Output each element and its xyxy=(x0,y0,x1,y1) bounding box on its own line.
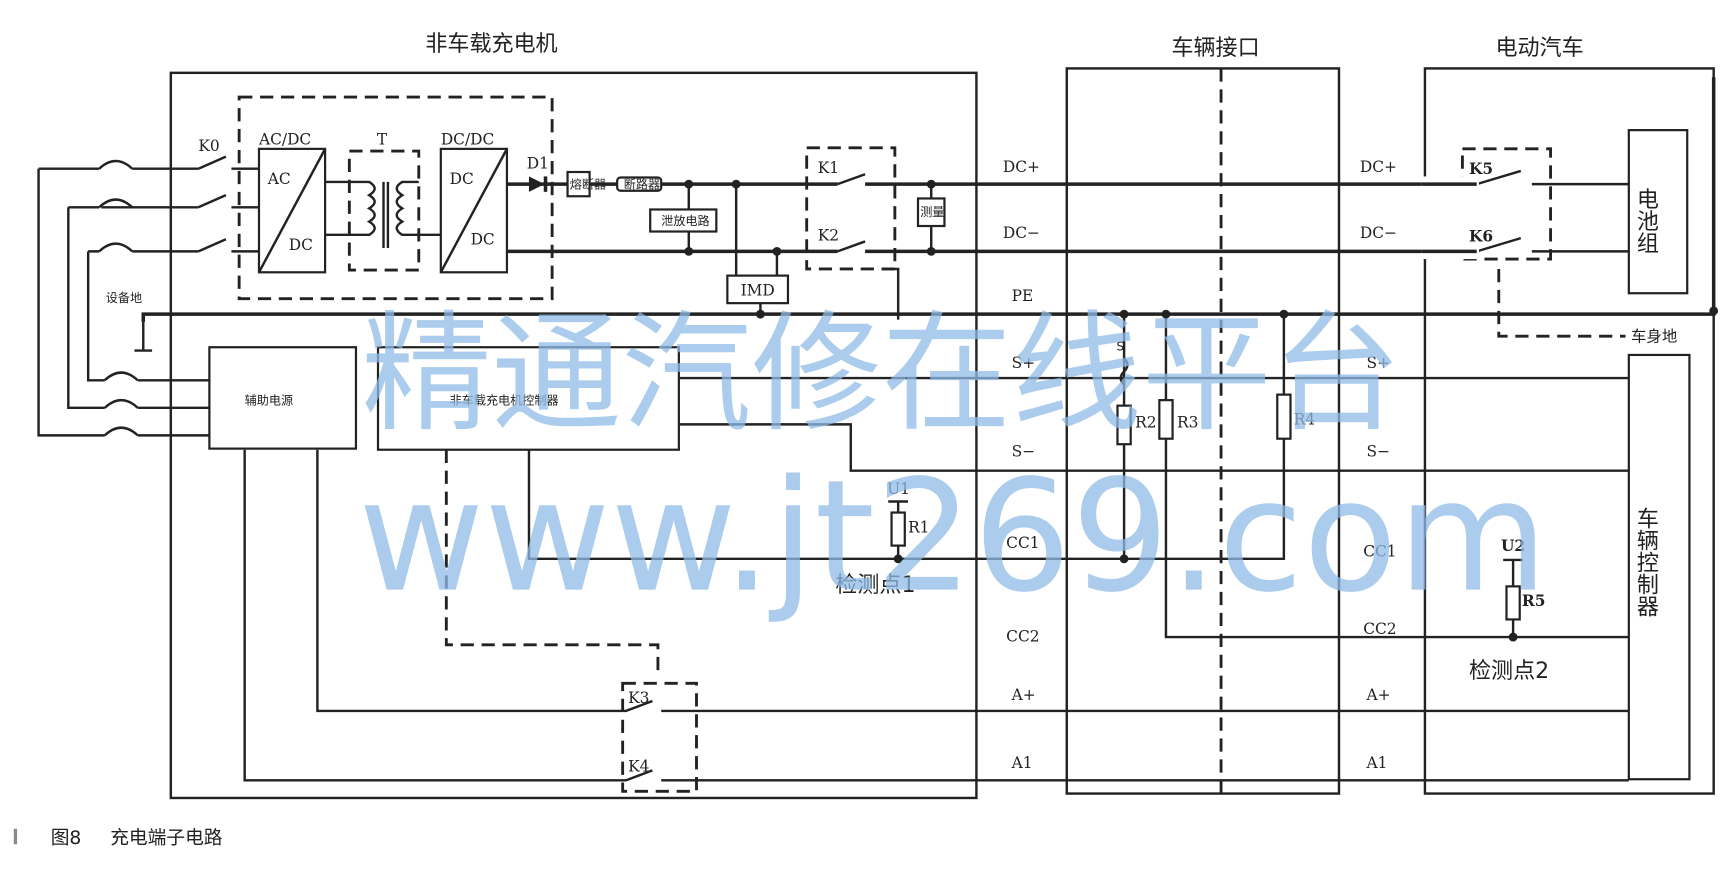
caption-title: 充电端子电路 xyxy=(110,828,223,849)
svg-text:DC+: DC+ xyxy=(1003,158,1040,176)
section-title-vehicle: 电动汽车 xyxy=(1495,36,1583,61)
controller-relay-dashed xyxy=(444,449,660,673)
k5-k6-switches xyxy=(1476,169,1629,253)
vehicle-box xyxy=(1423,67,1715,795)
transformer-label: T xyxy=(377,130,388,148)
imd-box xyxy=(726,274,790,305)
meter-label: 测量 xyxy=(920,205,944,219)
k4-label: K4 xyxy=(628,758,650,776)
equip-ground-wire xyxy=(134,321,153,352)
caption-figure-number: 图8 xyxy=(51,828,82,849)
r3-label: R3 xyxy=(1177,414,1198,432)
watermark-line2: www.jt269.com xyxy=(358,448,1548,627)
breaker-box xyxy=(616,176,663,192)
body-ground-label: 车身地 xyxy=(1631,328,1677,346)
battery-pack-label: 电池组 xyxy=(1633,187,1659,253)
k1-k2-relay-box xyxy=(805,146,897,271)
diode-d1 xyxy=(528,176,545,192)
aux-power-box xyxy=(208,346,358,450)
vehicle-controller-box xyxy=(1627,353,1691,781)
k1-label: K1 xyxy=(818,159,839,177)
acdc-ac: AC xyxy=(267,170,291,188)
r4-label: R4 xyxy=(1294,410,1316,428)
svg-text:A+: A+ xyxy=(1011,686,1036,704)
svg-text:CC1: CC1 xyxy=(1006,534,1039,552)
fuse-label: 熔断器 xyxy=(570,177,606,192)
svg-text:A1: A1 xyxy=(1366,754,1388,772)
vehicle-controller-label: 车辆控制器 xyxy=(1633,507,1659,618)
dcdc-label: DC/DC xyxy=(441,130,494,148)
k0-switch xyxy=(197,155,259,253)
svg-text:S+: S+ xyxy=(1012,354,1035,372)
fuse-symbols xyxy=(98,159,139,437)
transformer-box xyxy=(347,149,421,272)
svg-text:CC1: CC1 xyxy=(1363,543,1396,561)
r2-resistor xyxy=(1116,404,1132,446)
equip-ground-label: 设备地 xyxy=(106,291,142,305)
r5-label: R5 xyxy=(1522,592,1546,610)
vehicle-terminal-labels: DC+ DC− S+ S− CC1 CC2 A+ A1 xyxy=(1360,158,1397,772)
meter-box xyxy=(916,197,946,228)
detect-point-1: 检测点1 xyxy=(835,573,915,598)
svg-text:S+: S+ xyxy=(1367,354,1390,372)
breaker-label: 断路器 xyxy=(624,177,660,192)
svg-text:DC−: DC− xyxy=(1360,224,1397,242)
svg-text:DC+: DC+ xyxy=(1360,158,1397,176)
transformer-coils xyxy=(325,180,441,249)
interface-box xyxy=(1065,67,1341,795)
s-minus-wire xyxy=(678,423,1629,472)
svg-text:PE: PE xyxy=(1012,287,1034,305)
d1-label: D1 xyxy=(527,155,549,173)
battery-pack-box xyxy=(1627,129,1689,295)
detect-point-2: 检测点2 xyxy=(1469,659,1549,684)
k6-label: K6 xyxy=(1469,227,1493,245)
acdc-dc: DC xyxy=(289,236,313,254)
a-plus-wire xyxy=(316,449,1629,713)
svg-text:CC2: CC2 xyxy=(1363,620,1396,638)
svg-text:A+: A+ xyxy=(1366,686,1391,704)
aux-power-label: 辅助电源 xyxy=(245,394,293,408)
imd-label: IMD xyxy=(741,281,775,299)
r3-resistor xyxy=(1158,399,1174,440)
svg-text:DC−: DC− xyxy=(1003,224,1040,242)
u1-label: U1 xyxy=(887,480,910,498)
s-switch-label: S xyxy=(1116,340,1124,354)
k0-label: K0 xyxy=(198,137,219,155)
k3-label: K3 xyxy=(628,689,649,707)
dcdc-dc-out: DC xyxy=(471,231,495,249)
ac-input-wires xyxy=(37,167,210,437)
r1-resistor xyxy=(890,511,906,547)
section-title-interface: 车辆接口 xyxy=(1171,36,1259,61)
k1-k2-switches xyxy=(837,173,900,320)
r5-resistor xyxy=(1505,585,1521,621)
svg-text:S−: S− xyxy=(1367,442,1390,460)
charger-controller-box xyxy=(376,346,680,451)
section-title-charger: 非车载充电机 xyxy=(425,32,557,57)
acdc-label: AC/DC xyxy=(258,130,311,148)
power-module-box xyxy=(237,95,554,301)
svg-text:CC2: CC2 xyxy=(1006,627,1039,645)
r2-label: R2 xyxy=(1135,414,1156,432)
k5-label: K5 xyxy=(1469,160,1493,178)
charger-terminal-labels: DC+ DC− PE S+ S− CC1 CC2 A+ A1 xyxy=(1003,158,1040,772)
dcdc-dc-in: DC xyxy=(450,170,474,188)
charger-controller-label: 非车载充电机控制器 xyxy=(450,393,559,408)
watermark-line1: 精通汽修在线平台 xyxy=(361,298,1401,450)
pe-wire xyxy=(141,77,1716,322)
svg-text:S−: S− xyxy=(1012,442,1035,460)
bleed-circuit-box xyxy=(649,208,718,233)
svg-text:A1: A1 xyxy=(1011,754,1033,772)
r1-label: R1 xyxy=(908,518,929,536)
a1-wire xyxy=(243,449,1629,782)
k2-label: K2 xyxy=(818,226,839,244)
body-ground-dashed xyxy=(1497,268,1626,338)
bleed-circuit-label: 泄放电路 xyxy=(661,213,709,228)
fuse-box xyxy=(566,170,591,198)
r4-resistor xyxy=(1276,393,1292,440)
k3-k4-relay-box xyxy=(621,681,698,793)
u2-label: U2 xyxy=(1501,537,1525,555)
